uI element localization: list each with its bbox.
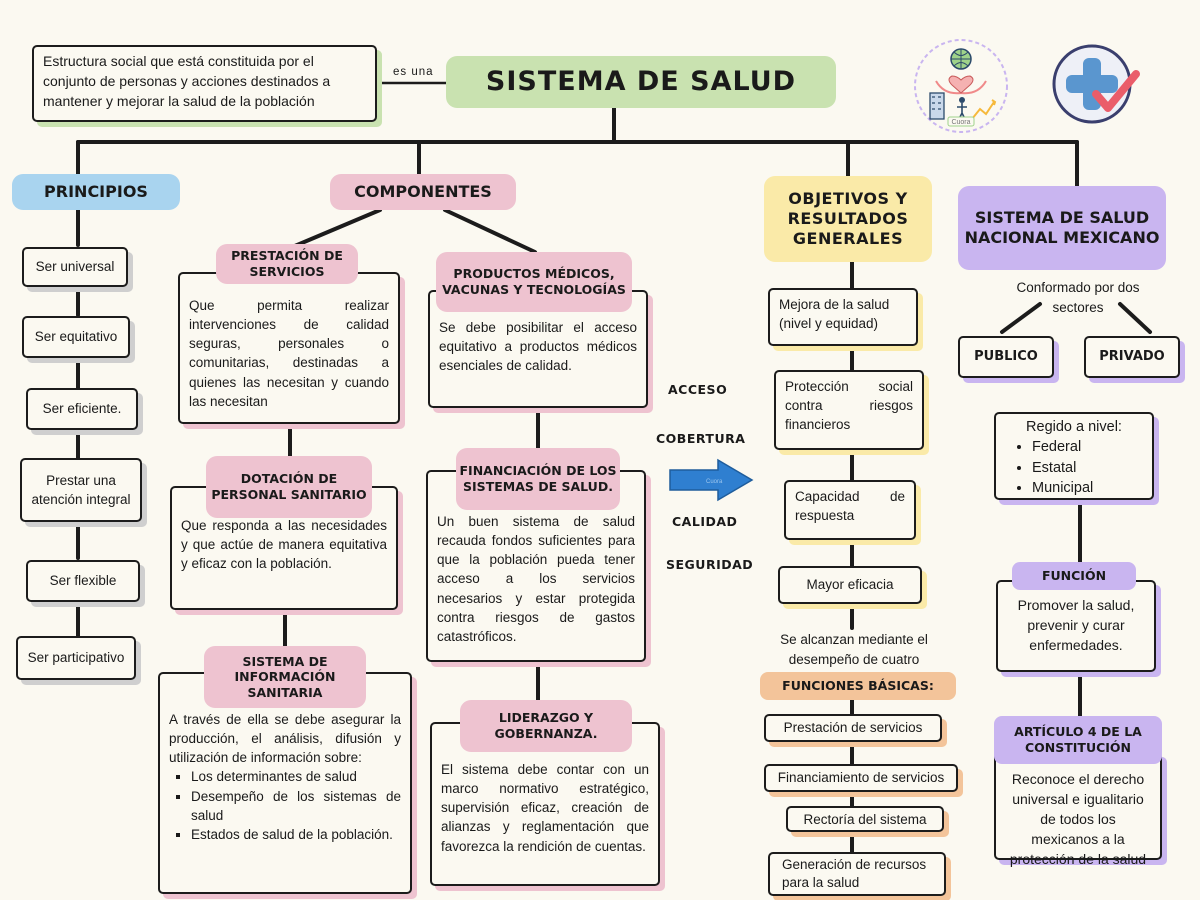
- funcion-item: Generación de recursos para la salud: [768, 852, 946, 896]
- funciones-heading: FUNCIONES BÁSICAS:: [760, 672, 956, 700]
- objetivo-item: Mejora de la salud (nivel y equidad): [768, 288, 918, 346]
- regido-box: Regido a nivel: Federal Estatal Municipa…: [994, 412, 1154, 500]
- articulo-heading: ARTÍCULO 4 DE LA CONSTITUCIÓN: [994, 716, 1162, 764]
- nivel-item: Municipal: [1032, 478, 1142, 498]
- publico-box: PUBLICO: [958, 336, 1054, 378]
- informacion-bullet: Desempeño de los sistemas de salud: [191, 787, 401, 825]
- financiacion-title: FINANCIACIÓN DE LOS SISTEMAS DE SALUD.: [456, 448, 620, 510]
- componentes-heading: COMPONENTES: [330, 174, 516, 210]
- informacion-list: Los determinantes de salud Desempeño de …: [169, 767, 401, 844]
- arrow-word-acceso: ACCESO: [668, 382, 728, 397]
- informacion-bullet: Estados de salud de la población.: [191, 825, 401, 844]
- arrow-word-cobertura: COBERTURA: [656, 431, 746, 446]
- niveles-list: Federal Estatal Municipal: [1006, 437, 1142, 498]
- arrow-word-seguridad: SEGURIDAD: [666, 557, 754, 572]
- objetivo-item: Capacidad de respuesta: [784, 480, 916, 540]
- principio-item: Prestar una atención integral: [20, 458, 142, 522]
- informacion-title: SISTEMA DE INFORMACIÓN SANITARIA: [204, 646, 366, 708]
- principio-item: Ser participativo: [16, 636, 136, 680]
- nivel-item: Federal: [1032, 437, 1142, 457]
- svg-text:Cuora: Cuora: [706, 479, 723, 485]
- principio-item: Ser universal: [22, 247, 128, 287]
- arrow-right-icon: Cuora: [669, 458, 754, 502]
- svg-text:Cuora: Cuora: [951, 119, 970, 126]
- productos-title: PRODUCTOS MÉDICOS, VACUNAS Y TECNOLOGÍAS: [436, 252, 632, 312]
- funcion-heading: FUNCIÓN: [1012, 562, 1136, 590]
- dotacion-title: DOTACIÓN DE PERSONAL SANITARIO: [206, 456, 372, 518]
- nacional-conformado: Conformado por dos sectores: [1016, 280, 1140, 315]
- principio-item: Ser flexible: [26, 560, 140, 602]
- funcion-item: Rectoría del sistema: [786, 806, 944, 832]
- health-care-logo: Cuora: [914, 39, 1008, 133]
- arrow-word-calidad: CALIDAD: [672, 514, 738, 529]
- liderazgo-title: LIDERAZGO Y GOBERNANZA.: [460, 700, 632, 752]
- regido-title: Regido a nivel:: [1026, 419, 1122, 435]
- objetivo-item: Mayor eficacia: [778, 566, 922, 604]
- objetivos-heading: OBJETIVOS Y RESULTADOS GENERALES: [764, 176, 932, 262]
- funcion-item: Financiamiento de servicios: [764, 764, 958, 792]
- nivel-item: Estatal: [1032, 458, 1142, 478]
- objetivos-note: Se alcanzan mediante el desempeño de cua…: [780, 632, 928, 667]
- prestacion-box: Que permita realizar intervenciones de c…: [178, 272, 400, 424]
- privado-box: PRIVADO: [1084, 336, 1180, 378]
- principios-heading: PRINCIPIOS: [12, 174, 180, 210]
- prestacion-title: PRESTACIÓN DE SERVICIOS: [216, 244, 358, 284]
- articulo-box: Reconoce el derecho universal e igualita…: [994, 752, 1162, 867]
- funcion-box: Promover la salud, prevenir y curar enfe…: [996, 580, 1156, 672]
- informacion-bullet: Los determinantes de salud: [191, 767, 401, 786]
- funcion-item: Prestación de servicios: [764, 714, 942, 742]
- definition-box: Estructura social que está constituida p…: [32, 45, 377, 122]
- informacion-box: A través de ella se debe asegurar la pro…: [158, 672, 412, 894]
- medical-cross-check-icon: [1052, 44, 1140, 124]
- page-title: SISTEMA DE SALUD: [446, 56, 836, 108]
- principio-item: Ser equitativo: [22, 316, 130, 358]
- connector-label: es una: [393, 66, 434, 78]
- informacion-text: A través de ella se debe asegurar la pro…: [169, 712, 401, 766]
- nacional-heading: SISTEMA DE SALUD NACIONAL MEXICANO: [958, 186, 1166, 270]
- principio-item: Ser eficiente.: [26, 388, 138, 430]
- objetivo-item: Protección social contra riesgos financi…: [774, 370, 924, 450]
